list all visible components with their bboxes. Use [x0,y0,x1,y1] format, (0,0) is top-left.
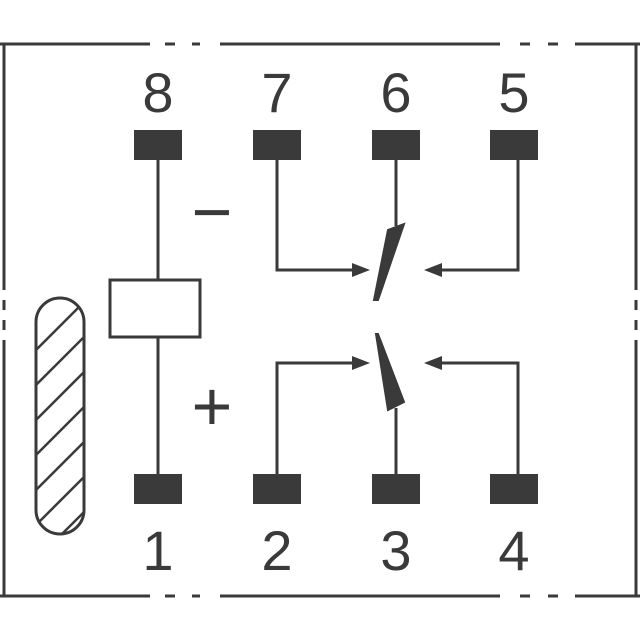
arrow-lower-left [352,356,370,370]
relay-coil [108,160,202,474]
pin-label-6: 6 [380,61,411,124]
pin-label-7: 7 [261,61,292,124]
contact-arm-lower [374,333,406,412]
package-outline [0,42,640,598]
pad-5 [490,130,538,160]
pin-label-1: 1 [142,519,173,582]
pad-7 [253,130,301,160]
pin-label-3: 3 [380,519,411,582]
arrow-lower-right [424,356,442,370]
pad-4 [490,474,538,504]
contact-wiring [275,160,520,474]
minus-sign: − [192,173,233,251]
contact-arm-upper [372,222,406,301]
pin-pads [134,130,538,504]
pin-label-4: 4 [498,519,529,582]
arrow-upper-right [424,263,442,277]
pad-1 [134,474,182,504]
pin-label-8: 8 [142,61,173,124]
contact-arrows [352,263,442,370]
plus-sign: + [192,367,233,445]
arrow-upper-left [352,263,370,277]
pad-2 [253,474,301,504]
pad-8 [134,130,182,160]
pin-label-2: 2 [261,519,292,582]
pad-3 [372,474,420,504]
pin-label-5: 5 [498,61,529,124]
pad-6 [372,130,420,160]
orientation-marker-hatched [34,296,86,536]
